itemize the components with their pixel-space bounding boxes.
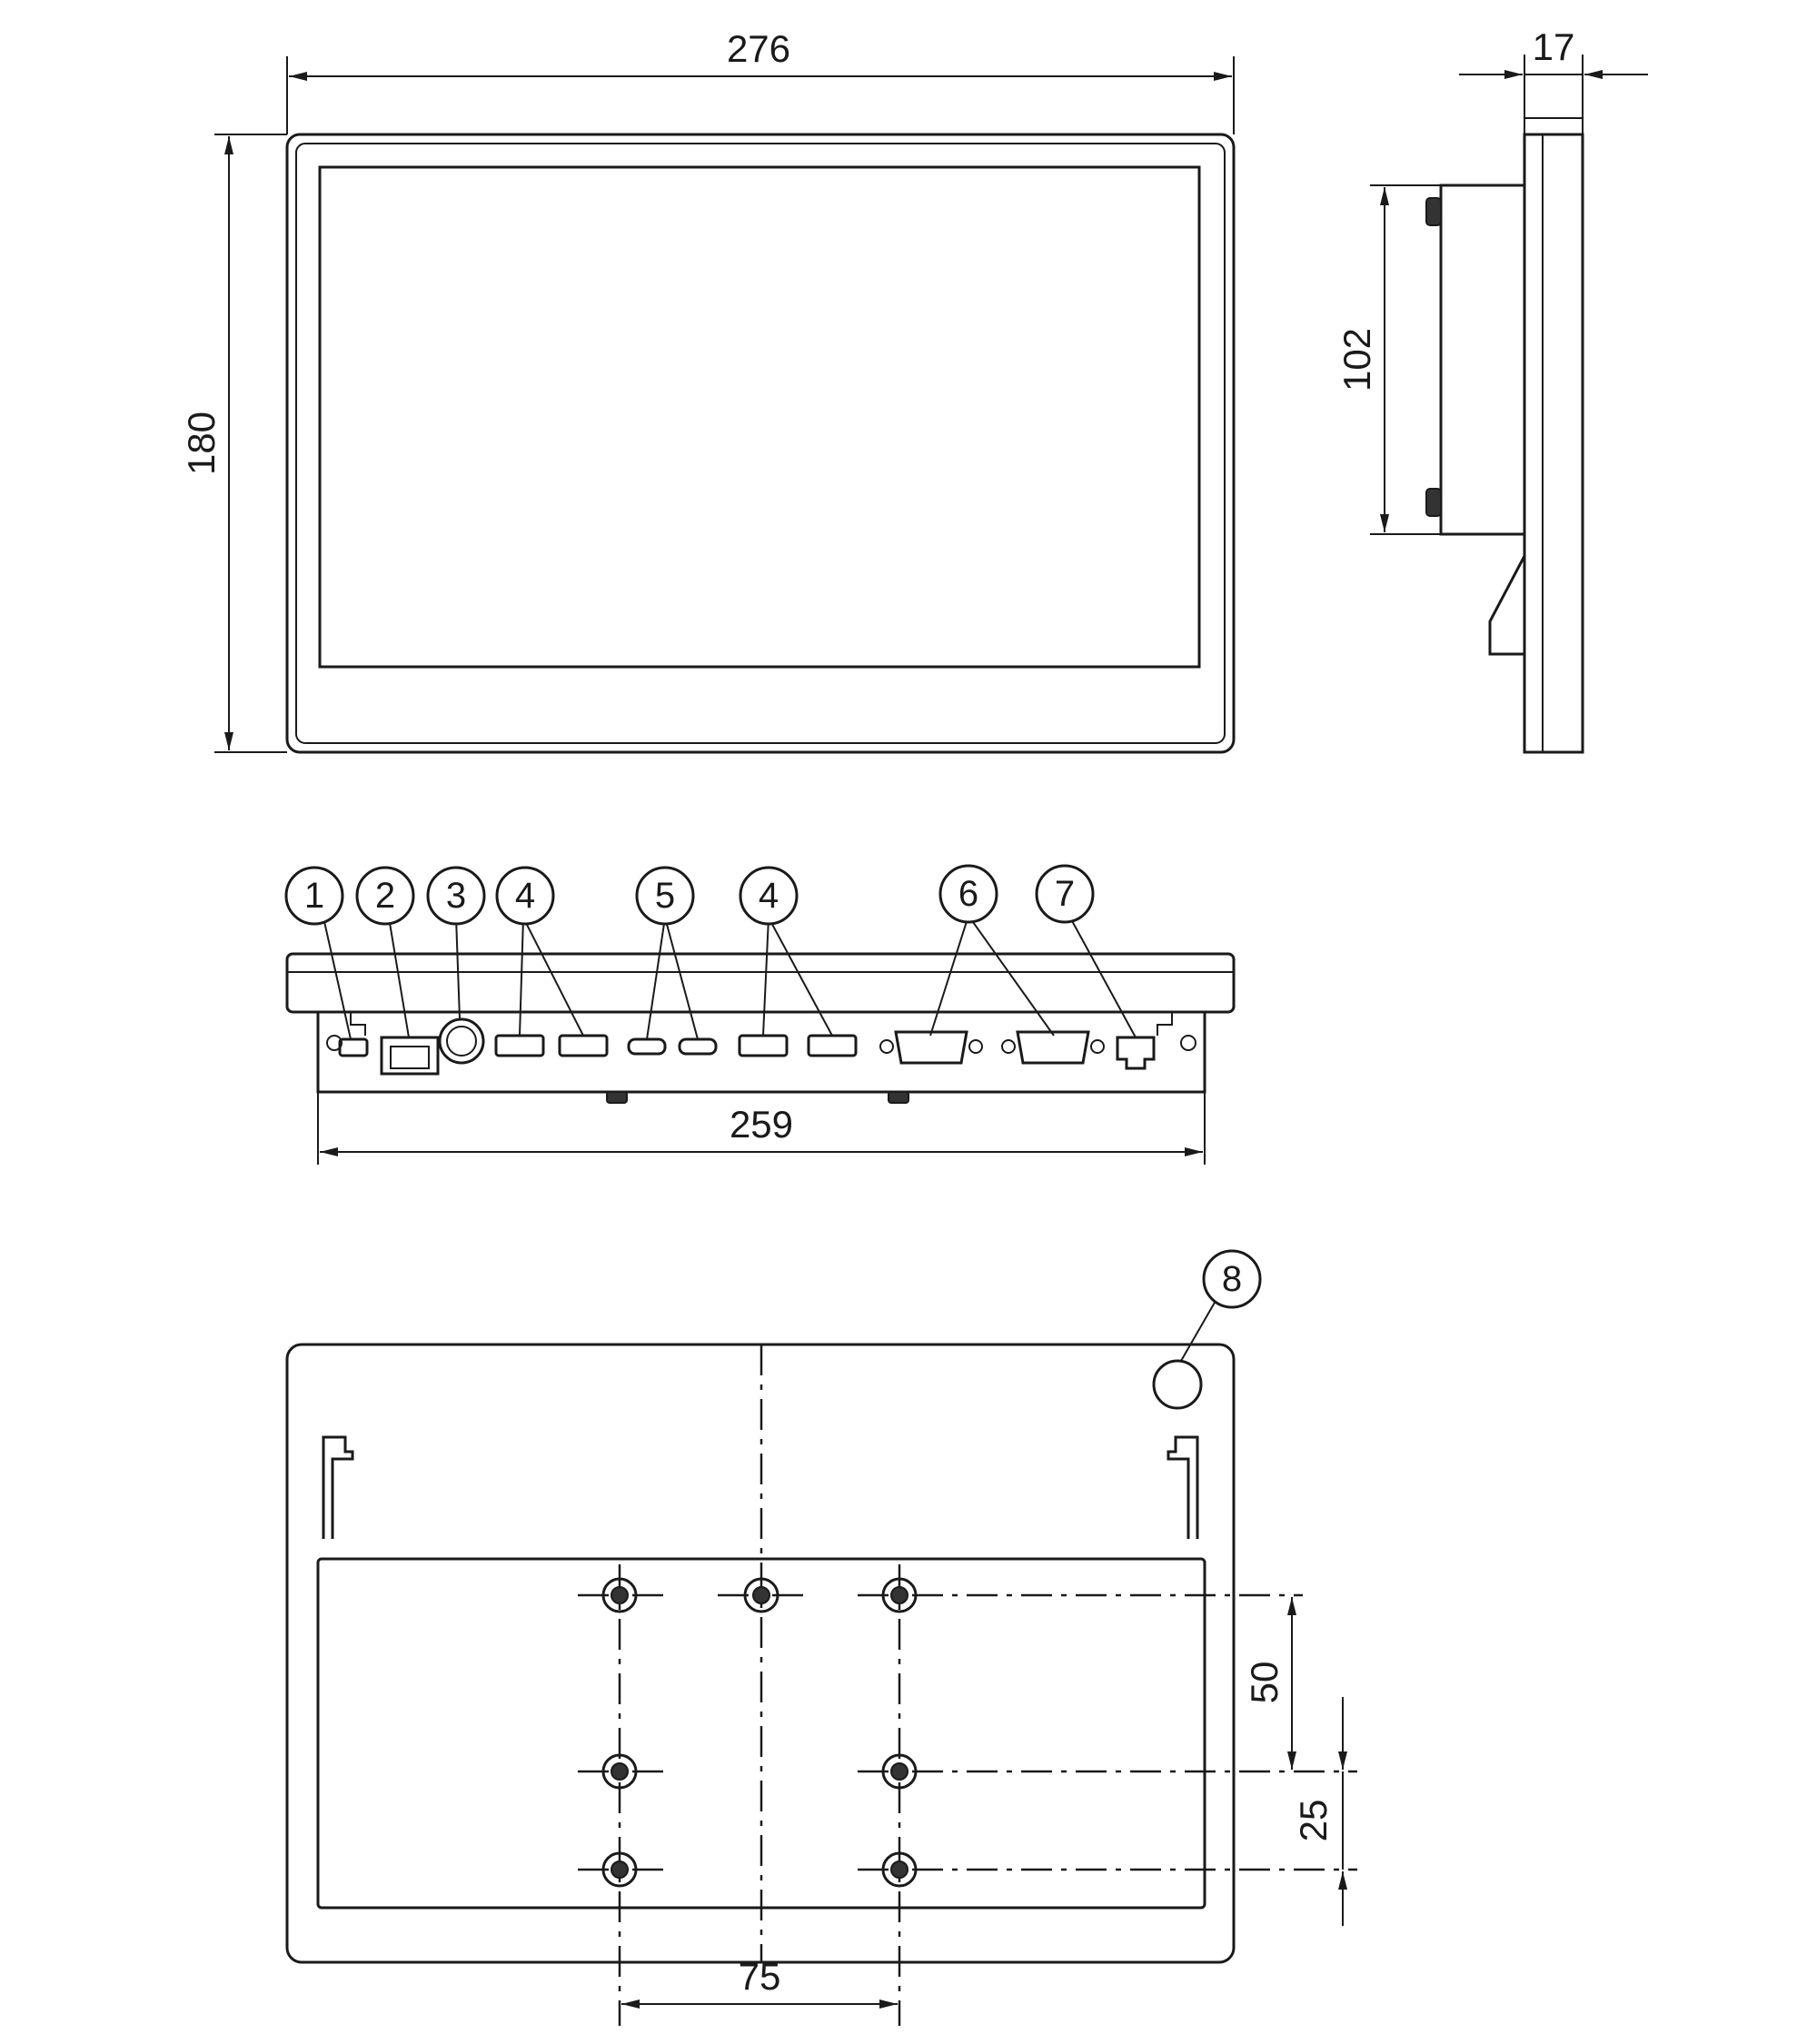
vesa-vertical-label-2: 25 — [1292, 1800, 1335, 1842]
port-7-rj-jack — [1116, 1036, 1156, 1070]
svg-text:6: 6 — [958, 874, 978, 914]
bracket-height-dimension: 102 — [1335, 184, 1441, 535]
rear-vent-8 — [1152, 1359, 1203, 1410]
vesa-horizontal-label: 75 — [739, 1955, 781, 1998]
vesa-vertical-dimension-1: 50 — [1243, 1597, 1296, 1770]
display-screen — [318, 165, 1201, 669]
height-label: 180 — [180, 412, 223, 475]
side-view: 17 102 — [1335, 25, 1648, 754]
port-1-micro-usb — [338, 1037, 369, 1057]
vesa-vertical-dimension-2: 25 — [1292, 1697, 1347, 1926]
port-span-dimension: 259 — [317, 1092, 1206, 1165]
svg-text:5: 5 — [655, 876, 675, 916]
port-view: 259 1 2 3 4 5 4 6 7 — [284, 864, 1236, 1165]
vesa-vertical-label-1: 50 — [1243, 1662, 1286, 1704]
front-view: 276 180 — [180, 27, 1236, 754]
svg-text:1: 1 — [304, 876, 324, 916]
hook-right — [1167, 1435, 1199, 1539]
port-3-power — [438, 1017, 485, 1065]
hook-left — [322, 1435, 354, 1539]
port-5-usb-c — [678, 1037, 718, 1056]
port-4-usb-a — [558, 1034, 609, 1057]
callout-4: 4 — [495, 866, 555, 926]
port-6-serial — [879, 1030, 983, 1065]
depth-dimension: 17 — [1459, 25, 1648, 134]
port-4-usb-a — [738, 1034, 789, 1057]
port-2-ethernet — [380, 1036, 440, 1076]
port-4-usb-a — [494, 1034, 545, 1057]
port-span-label: 259 — [730, 1103, 793, 1146]
depth-label: 17 — [1533, 25, 1575, 68]
port-5-usb-c — [627, 1037, 667, 1056]
svg-text:4: 4 — [515, 876, 535, 916]
callout-1: 1 — [284, 866, 344, 926]
svg-text:4: 4 — [759, 876, 779, 916]
width-dimension: 276 — [286, 27, 1235, 134]
svg-text:3: 3 — [446, 876, 466, 916]
vesa-horizontal-dimension: 75 — [621, 1955, 898, 2009]
port-6-serial — [1001, 1030, 1105, 1065]
callout-2: 2 — [355, 866, 415, 926]
callout-leaders — [323, 915, 1137, 1040]
mount-screws — [601, 1577, 918, 1888]
callout-8: 8 — [1202, 1249, 1262, 1309]
callout-6: 6 — [938, 864, 998, 924]
callout-7: 7 — [1035, 864, 1095, 924]
callout-4b: 4 — [739, 866, 799, 926]
callout-5: 5 — [635, 866, 695, 926]
height-dimension: 180 — [180, 134, 287, 753]
svg-text:2: 2 — [375, 876, 395, 916]
svg-text:8: 8 — [1222, 1259, 1242, 1299]
rear-view: 8 75 50 — [285, 1249, 1357, 2026]
port-4-usb-a — [807, 1034, 858, 1057]
callout-3: 3 — [426, 866, 486, 926]
svg-text:7: 7 — [1055, 874, 1075, 914]
bracket-height-label: 102 — [1335, 328, 1378, 392]
width-label: 276 — [727, 27, 790, 70]
